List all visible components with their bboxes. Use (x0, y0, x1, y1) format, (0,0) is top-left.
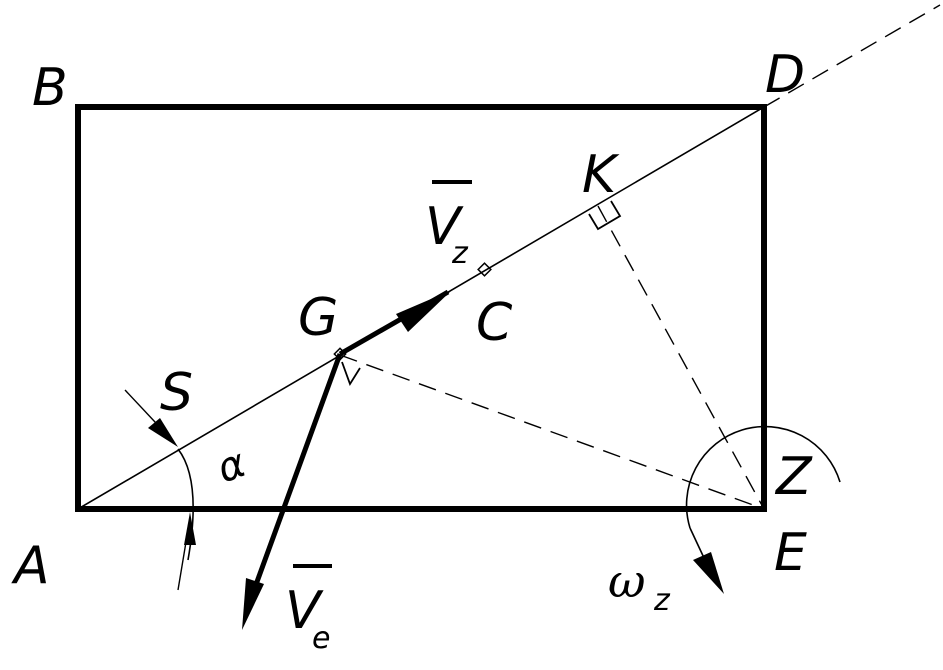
vector-ve-head (242, 578, 264, 630)
label-point-c: C (476, 293, 513, 353)
rectangle-abde (75, 104, 767, 512)
label-point-a: A (11, 536, 50, 596)
vector-ve (251, 353, 343, 591)
label-point-e: E (774, 523, 807, 583)
label-ve-main: V (285, 581, 324, 641)
right-angle-mark-g (341, 361, 361, 387)
diagonal-extension (763, 4, 941, 108)
angle-arrow-upper (148, 418, 178, 447)
point-c-marker (477, 262, 492, 277)
dashed-ge (339, 354, 765, 510)
label-omega-main: ω (608, 554, 646, 608)
angle-arrow-lower (184, 512, 196, 545)
right-angle-mark-k (588, 200, 622, 231)
label-point-b: B (32, 58, 68, 118)
rotation-arc-omega (685, 425, 841, 529)
label-vz-main: V (425, 197, 464, 257)
label-point-z: Z (774, 447, 813, 507)
vector-vz-head (396, 290, 452, 332)
rotation-arrow-head (693, 552, 724, 594)
label-omega-sub: z (653, 583, 671, 618)
label-angle-alpha: α (211, 440, 252, 492)
label-point-k: K (582, 145, 620, 205)
label-point-s: S (160, 363, 193, 423)
label-vz-sub: z (451, 236, 469, 271)
dashed-ke (597, 205, 765, 510)
label-point-d: D (765, 45, 805, 105)
label-point-g: G (298, 288, 338, 348)
label-ve-sub: e (312, 621, 330, 656)
